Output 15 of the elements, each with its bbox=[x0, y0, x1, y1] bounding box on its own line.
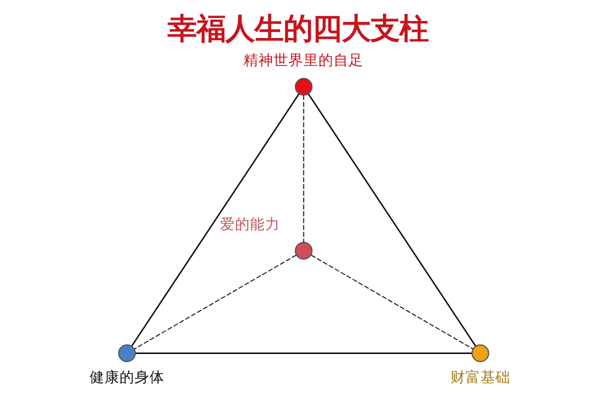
connector bbox=[136, 352, 472, 354]
node-label: 爱的能力 bbox=[220, 216, 280, 233]
node-circle bbox=[118, 344, 136, 362]
connector bbox=[310, 254, 474, 350]
connector bbox=[308, 93, 476, 346]
node-circle bbox=[471, 344, 490, 362]
connector bbox=[303, 94, 304, 243]
node-circle bbox=[294, 242, 313, 260]
connector bbox=[134, 254, 297, 350]
diagram-title: 幸福人生的四大支柱 bbox=[168, 11, 429, 46]
node-label: 财富基础 bbox=[450, 369, 510, 386]
node-label: 精神世界里的自足 bbox=[244, 52, 364, 69]
connector bbox=[131, 93, 300, 346]
node-circle bbox=[294, 78, 313, 96]
node-label: 健康的身体 bbox=[89, 369, 164, 386]
